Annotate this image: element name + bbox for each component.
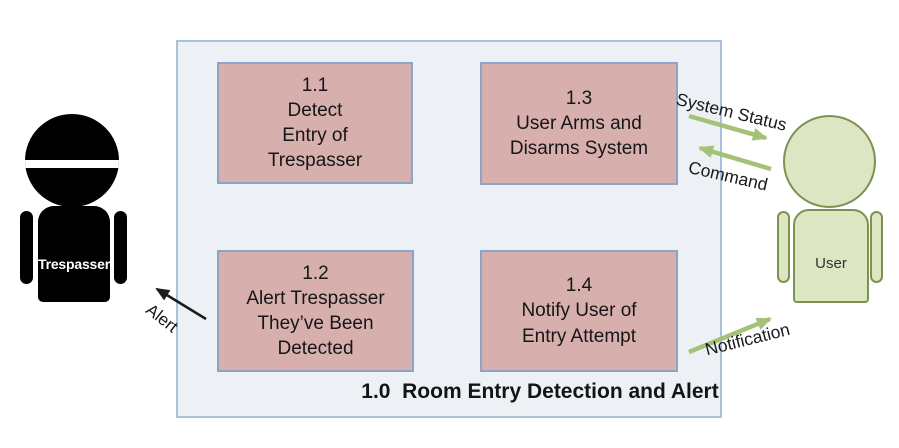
process-label: Notify User of Entry Attempt — [521, 300, 637, 347]
trespasser-mask-stripe — [25, 160, 119, 168]
process-label: User Arms and Disarms System — [509, 112, 649, 160]
user-head-icon — [783, 115, 876, 208]
system-boundary-title: 1.0 Room Entry Detection and Alert — [361, 380, 719, 403]
user-right-arm — [870, 211, 883, 283]
process-label: Alert Trespasser They’ve Been Detected — [246, 287, 385, 360]
process-id: 1.1 — [301, 74, 329, 96]
process-id: 1.2 — [302, 262, 329, 284]
trespasser-left-arm — [20, 211, 33, 284]
user-body — [793, 209, 869, 303]
user-left-arm — [777, 211, 790, 283]
process-box-1-1: 1.1 Detect Entry of Trespasser — [217, 62, 413, 184]
trespasser-label: Trespasser — [38, 256, 110, 272]
process-box-1-2: 1.2 Alert Trespasser They’ve Been Detect… — [217, 250, 414, 372]
process-id: 1.4 — [565, 275, 593, 297]
trespasser-right-arm — [114, 211, 127, 284]
user-label: User — [815, 255, 847, 272]
process-box-1-4: 1.4 Notify User of Entry Attempt — [480, 250, 678, 372]
process-label: Detect Entry of Trespasser — [267, 99, 363, 172]
trespasser-body — [38, 206, 110, 302]
process-box-1-3: 1.3 User Arms and Disarms System — [480, 62, 678, 185]
trespasser-head-icon — [25, 114, 119, 207]
process-id: 1.3 — [565, 87, 593, 109]
